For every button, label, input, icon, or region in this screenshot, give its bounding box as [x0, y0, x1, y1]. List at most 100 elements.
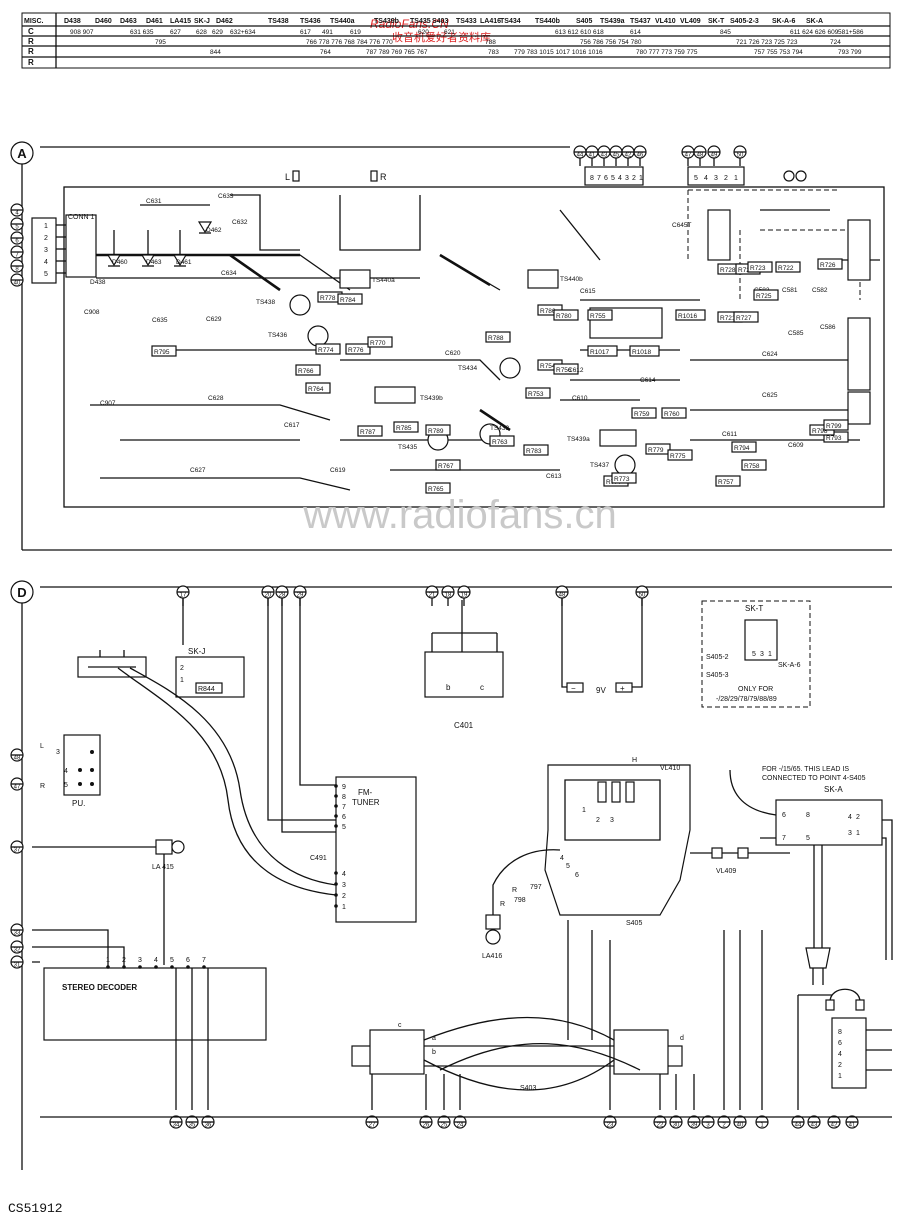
component-d461: D461: [176, 259, 192, 266]
component-r765: R765: [428, 486, 444, 493]
d-top-terminal-28-label: 28: [279, 593, 286, 599]
component-ts438: TS438: [256, 299, 276, 306]
skj-pin-2: 2: [180, 665, 184, 672]
component-r753: R753: [528, 391, 544, 398]
watermark-center: www.radiofans.cn: [302, 493, 616, 537]
component-r1018: R1018: [632, 349, 652, 356]
a-top-terminal-42-label: 42: [625, 153, 632, 159]
component-r767: R767: [438, 463, 454, 470]
component-r776: R776: [348, 347, 364, 354]
d-bottom-terminal-44-label: 44: [795, 1123, 802, 1129]
component-ts434: TS434: [458, 365, 478, 372]
ska-pin-6: 6: [782, 812, 786, 819]
header-b-pin-1: 1: [734, 175, 738, 182]
parts-row-0-cell-5: 632+634: [230, 29, 256, 36]
d-left-terminal-37-label: 37: [14, 848, 21, 854]
a-top-terminal-41: 41: [585, 145, 599, 166]
skt-label-s405-2: S405-2: [706, 654, 729, 661]
component-c635: C635: [152, 317, 168, 324]
d-left-terminal-33-label: 33: [14, 931, 21, 937]
component-r764: R764: [308, 386, 324, 393]
parts-header-15: LA416: [480, 18, 501, 25]
component-c624: C624: [762, 351, 778, 358]
tr-pin-1: 1: [582, 807, 586, 814]
ska-pin-7: 7: [782, 835, 786, 842]
a-top-terminal-49: 49: [707, 145, 721, 166]
skj-label: SK-J: [188, 647, 205, 656]
parts-row-0-cell-6: 617: [300, 29, 311, 36]
fm-pin-8: 8: [342, 794, 346, 801]
diode-d462: [197, 221, 213, 234]
d-bottom-terminal-22-label: 22: [657, 1123, 664, 1129]
parts-header-8: TS438: [268, 18, 289, 25]
d-left-terminal-31: 31: [10, 955, 24, 969]
d-left-terminal-33: 33: [10, 923, 24, 937]
parts-header-7: D462: [216, 18, 233, 25]
component-c586: C586: [820, 324, 836, 331]
skt-note-1: ONLY FOR: [738, 686, 773, 693]
transistor-ts439a: [599, 429, 637, 447]
component-c634: C634: [221, 270, 237, 277]
parts-header-2: D460: [95, 18, 112, 25]
component-r763: R763: [492, 439, 508, 446]
parts-row-0-cell-3: 628: [196, 29, 207, 36]
parts-row-0-cell-2: 627: [170, 29, 181, 36]
parts-row-0-cell-8: 619: [350, 29, 361, 36]
skt-title: SK-T: [745, 604, 763, 613]
parts-header-11: TS439b: [374, 18, 399, 25]
pu-pin-3: 3: [56, 749, 60, 756]
fm-pin-3: 3: [342, 882, 346, 889]
component-r760: R760: [664, 411, 680, 418]
lead-note-1: FOR -/15/65. THIS LEAD IS: [762, 766, 849, 773]
component-ts435: TS435: [398, 444, 418, 451]
parts-row-1-cell-4: 721 726 723 725 723: [736, 39, 798, 46]
header-b-pin-2: 2: [724, 175, 728, 182]
parts-header-18: S405: [576, 18, 592, 25]
mains-plug: [805, 947, 831, 969]
parts-header-26: SK-A: [806, 18, 823, 25]
tr-pin-4: 4: [560, 855, 564, 862]
header-a-pin-8: 8: [590, 175, 594, 182]
component-c619: C619: [330, 467, 346, 474]
d-top-terminal-48-label: 48: [559, 593, 566, 599]
d-bottom-terminal-3-label: 3: [706, 1123, 710, 1129]
r797-label: 797: [530, 884, 542, 891]
pu-pin-5: 5: [64, 782, 68, 789]
s403-c: c: [398, 1022, 402, 1029]
component-r773: R773: [614, 476, 630, 483]
parts-header-24: S405-2-3: [730, 18, 759, 25]
d-bottom-terminal-30: 30: [669, 1115, 683, 1129]
parts-header-14: TS433: [456, 18, 477, 25]
d-bottom-terminal-24-label: 24: [457, 1123, 464, 1129]
d-bottom-terminal-25: 25: [437, 1115, 451, 1129]
d-left-terminal-32-label: 32: [14, 948, 21, 954]
component-r725: R725: [756, 293, 772, 300]
d-top-terminal-21: 21: [425, 585, 439, 606]
ska-pin-4: 4: [848, 814, 852, 821]
fm-pin-2: 2: [342, 893, 346, 900]
lamp-la416: [485, 929, 501, 945]
a-top-terminal-49-label: 49: [711, 153, 718, 159]
stereo-decoder: [43, 967, 267, 1041]
component-r787: R787: [360, 429, 376, 436]
d-top-terminal-29-label: 29: [297, 593, 304, 599]
component-r729: R729: [738, 267, 754, 274]
component-c620: C620: [445, 350, 461, 357]
d-bottom-terminal-39: 39: [687, 1115, 701, 1129]
component-r756: R756: [556, 367, 572, 374]
parts-row-0-cell-15: 581+586: [838, 29, 864, 36]
vl409-label: VL409: [716, 868, 736, 875]
s405-label: S405: [626, 920, 642, 927]
battery-label: 9V: [596, 686, 606, 695]
transistor-ts440a: [339, 269, 371, 289]
d-bottom-terminal-44: 44: [791, 1115, 805, 1129]
d-bottom-terminal-1-label: 1: [760, 1123, 764, 1129]
ic-block-right: [707, 209, 731, 261]
header-connector-a: [584, 166, 644, 186]
parts-header-0: MISC.: [24, 18, 44, 25]
decoder-pin-4: 4: [154, 957, 158, 964]
parts-row-0-cell-0: 908 907: [70, 29, 94, 36]
conn1-pin-1: 1: [44, 223, 48, 230]
